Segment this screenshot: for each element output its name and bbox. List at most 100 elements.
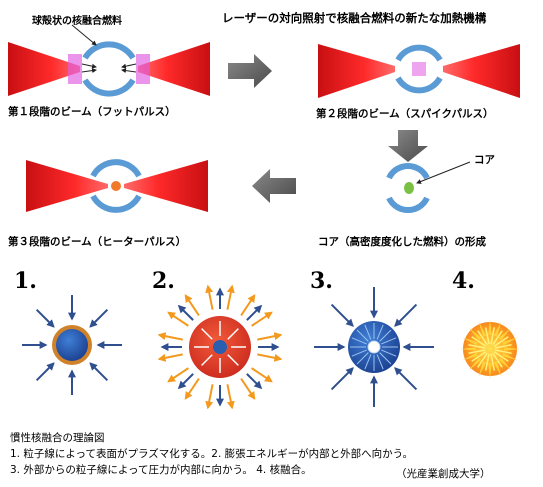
inner-ray [356, 352, 369, 365]
core-callout [416, 161, 471, 184]
fuel-label: 球殻状の核融合燃料 [32, 16, 122, 27]
sun-streak [490, 327, 496, 345]
theory2-diagram [157, 284, 283, 410]
sun-streak [468, 349, 486, 355]
inner-arrow [227, 328, 239, 340]
outward-arrow [167, 311, 189, 327]
inward-arrow [394, 367, 418, 391]
sun-streak [493, 336, 509, 347]
sun-streak [471, 351, 487, 362]
stage1-label: 第１段階のビーム（フットパルス） [8, 106, 176, 118]
sun-ray [462, 337, 478, 346]
laser-beam-left [8, 42, 80, 96]
sun-streak [494, 349, 512, 355]
sun-streak [490, 353, 496, 371]
fuel-shell-bottom [395, 76, 443, 94]
sun-ray [468, 327, 482, 341]
fuel-shell-bottom [82, 78, 136, 97]
theory4-ignition [460, 319, 520, 379]
fuel-shell-top [82, 41, 136, 60]
flow-arrow-right [228, 54, 272, 88]
outward-arrow [184, 378, 200, 400]
outward-arrow [157, 353, 183, 362]
outward-arrow [205, 384, 214, 410]
stage3-diagram [26, 159, 208, 213]
sun-ray [493, 321, 502, 337]
theory3-diagram [314, 287, 434, 407]
sun-ray [502, 352, 518, 361]
callout-line [71, 24, 97, 46]
sun-ray [503, 347, 520, 351]
theory-number-3: 3. [310, 268, 333, 294]
core-formation-label: コア（高密度度化した燃料）の形成 [318, 236, 486, 248]
theory1-ball [56, 329, 88, 361]
outward-arrow [205, 284, 214, 310]
inward-arrow [394, 303, 418, 327]
sun-streak [492, 352, 503, 368]
stage2-label: 第２段階のビーム（スパイクパルス） [316, 108, 494, 120]
sun-streak [492, 330, 503, 346]
outward-arrow [240, 378, 256, 400]
inward-arrow [121, 68, 137, 74]
theory3-core [367, 340, 381, 354]
sun-streak [471, 336, 487, 347]
sun-ray [478, 361, 487, 377]
outward-arrow [184, 294, 200, 316]
inward-arrow [89, 362, 109, 382]
sun-ray [488, 362, 492, 379]
inner-arrow [201, 328, 213, 340]
footer-line2: 3. 外部からの粒子線によって圧力が内部に向かう。 4. 核融合。 [10, 464, 312, 476]
outward-arrow-blue [177, 304, 194, 321]
inward-arrow [330, 367, 354, 391]
inner-ray [381, 349, 397, 357]
laser-beam-right [138, 42, 210, 96]
laser-beam-right [124, 160, 208, 212]
inner-ray [379, 329, 392, 342]
stage3-label: 第３段階のビーム（ヒーターパルス） [8, 236, 187, 248]
core-diagram [386, 161, 471, 213]
plasma-glow-left [68, 54, 82, 84]
sun-ray [460, 347, 477, 351]
footer-credit: （光産業創成大学） [396, 468, 491, 480]
sun-ray [493, 361, 502, 377]
flow-arrow-down [388, 130, 428, 162]
sun-streak [477, 352, 488, 368]
footer-line1: 1. 粒子線によって表面がプラズマ化する。2. 膨張エネルギーが内部と外部へ向か… [10, 448, 414, 460]
inner-ray [381, 337, 397, 345]
inner-ray [351, 337, 367, 345]
core-label: コア [474, 154, 495, 166]
outward-arrow [251, 367, 273, 383]
theory2-inner-arrows [194, 321, 246, 373]
outward-arrow [257, 353, 283, 362]
sun-streak [493, 351, 509, 362]
inward-arrow [89, 308, 109, 328]
heated-core [111, 181, 121, 191]
fuel-shell-bottom [90, 194, 142, 213]
outward-arrow [157, 332, 183, 341]
sun-streak [494, 343, 512, 349]
sun-ray [502, 337, 518, 346]
inner-arrow [227, 354, 239, 366]
outward-arrow [226, 384, 235, 410]
outward-arrow [251, 311, 273, 327]
outward-arrow-blue [246, 373, 263, 390]
outward-arrow [257, 332, 283, 341]
laser-beam-left [26, 160, 108, 212]
sun-ray [498, 327, 512, 341]
flow-arrow-left [252, 169, 296, 203]
sun-streak [484, 353, 490, 371]
outward-arrow [167, 367, 189, 383]
inner-ray [364, 324, 372, 340]
sun-ray [488, 319, 492, 336]
sun-streak [468, 343, 486, 349]
theory-number-1: 1. [14, 268, 37, 294]
inner-ray [356, 329, 369, 342]
inner-ray [376, 324, 384, 340]
inward-arrow [81, 63, 97, 69]
inner-ray [364, 354, 372, 370]
inward-arrow [121, 63, 137, 69]
header-title: レーザーの対向照射で核融合燃料の新たな加熱機構 [222, 11, 487, 25]
inward-arrow [35, 362, 55, 382]
theory-number-2: 2. [152, 268, 175, 294]
